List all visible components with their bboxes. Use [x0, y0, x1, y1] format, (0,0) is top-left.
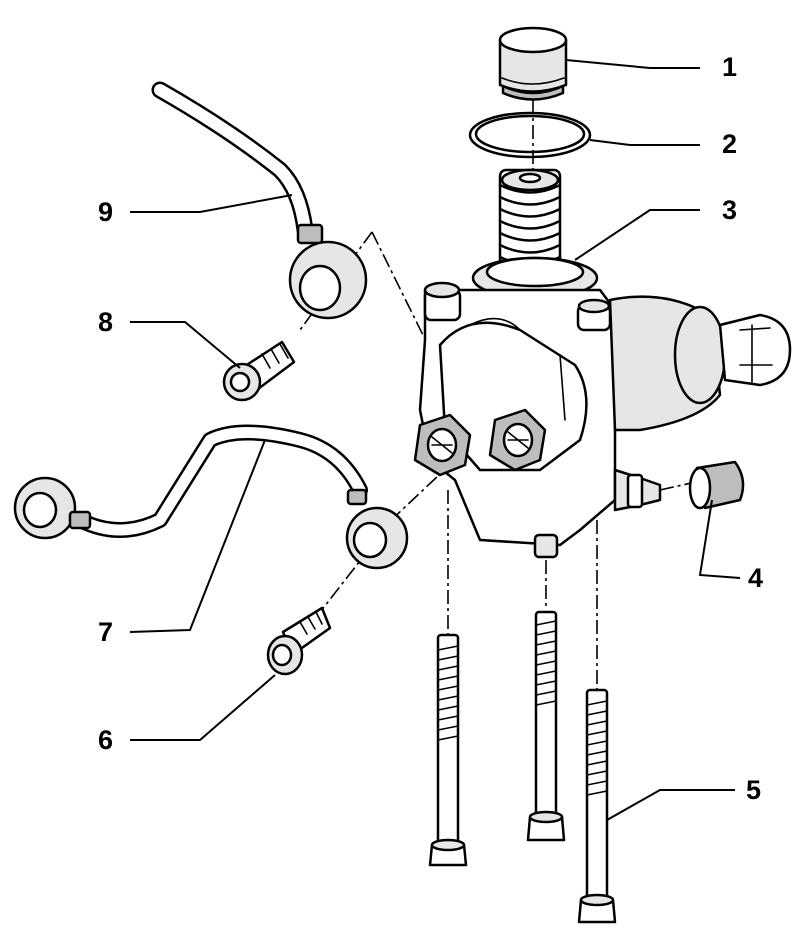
callout-3: 3	[722, 195, 738, 225]
part-9-pipe	[151, 81, 368, 320]
part-6-banjo-bolt	[266, 606, 332, 676]
callout-6: 6	[98, 725, 114, 755]
fitting-left	[413, 413, 472, 477]
part-1-cap	[498, 26, 568, 101]
fitting-right	[488, 408, 547, 472]
part-3-pump-body	[413, 168, 792, 559]
part-2-o-ring	[468, 111, 592, 159]
callout-1: 1	[722, 52, 738, 82]
callout-2: 2	[722, 129, 738, 159]
callout-4: 4	[748, 563, 764, 593]
bolt-right	[577, 688, 617, 924]
part-7-pipe	[13, 424, 409, 570]
bolt-middle	[526, 610, 566, 842]
callout-9: 9	[98, 197, 114, 227]
callout-8: 8	[98, 307, 114, 337]
callout-7: 7	[98, 617, 114, 647]
part-4-sleeve	[688, 460, 745, 510]
leader-lines	[129, 59, 741, 821]
part-5-bolts	[428, 610, 617, 924]
callout-5: 5	[746, 775, 762, 805]
bolt-left	[428, 633, 468, 867]
part-8-banjo-bolt	[222, 340, 296, 402]
spring	[498, 168, 562, 272]
